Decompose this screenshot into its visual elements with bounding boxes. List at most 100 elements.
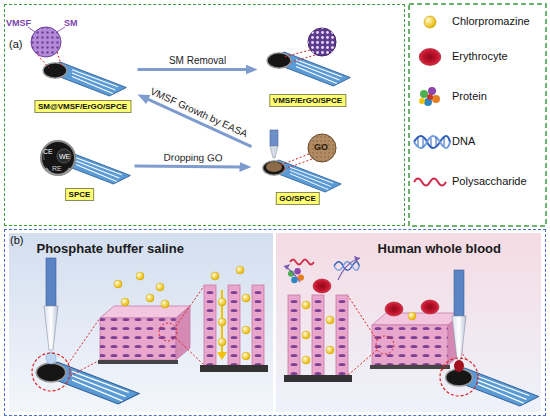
blood-scene-part-part <box>294 268 300 274</box>
pbs-scene-part <box>32 353 70 391</box>
blood-scene-part <box>288 295 300 375</box>
legend-swatches-part <box>414 136 450 148</box>
go-electrode-part <box>282 159 312 170</box>
pbs-scene-part <box>218 338 226 346</box>
legend-swatches-part-part <box>427 94 433 100</box>
pbs-scene-part <box>204 285 216 365</box>
blood-scene-part <box>302 331 310 339</box>
legend-swatches-part-part <box>428 87 436 95</box>
panel-b-backgrounds-part <box>276 233 541 412</box>
blood-scene-part <box>454 270 464 316</box>
pbs-scene-part <box>176 306 190 360</box>
arrow-label: SM Removal <box>169 55 226 66</box>
blood-scene-part <box>312 295 324 375</box>
sub-panel: Human whole blood <box>276 233 541 412</box>
pbs-scene-part <box>211 272 219 280</box>
blood-scene-part <box>288 295 300 375</box>
sm-vmsf-electrode-part <box>57 27 65 32</box>
go-electrode-part <box>308 134 336 162</box>
blood-scene-part <box>376 336 394 354</box>
go-electrode-part <box>281 154 309 165</box>
pbs-scene-part <box>98 360 178 364</box>
pbs-scene <box>32 258 268 404</box>
blood-scene-part <box>326 346 334 354</box>
sm-vmsf-electrode-part <box>43 62 126 96</box>
pbs-scene-part <box>242 326 250 334</box>
material-label: GO <box>314 143 328 152</box>
blood-scene-part <box>348 296 377 340</box>
pbs-scene-part <box>100 306 190 318</box>
legend-swatches-part-part <box>423 137 424 147</box>
blood-scene-part <box>454 360 464 372</box>
pbs-scene-part <box>100 318 176 360</box>
legend-swatches-part <box>419 87 440 106</box>
pbs-scene-part <box>121 298 129 306</box>
legend-swatches-part-part <box>418 138 419 146</box>
blood-scene-part <box>452 316 466 360</box>
bare-spce <box>41 141 130 184</box>
blood-scene-part <box>442 366 448 370</box>
legend-swatches-part-part <box>414 136 450 148</box>
panel-b-backgrounds <box>9 233 541 412</box>
pbs-scene-part <box>159 323 177 341</box>
pbs-scene-part <box>242 352 250 360</box>
blood-scene-part <box>354 256 360 262</box>
process-arrow <box>138 68 248 71</box>
legend-swatches-part-part <box>414 136 450 148</box>
pbs-scene-part <box>218 298 226 306</box>
vmsf-electrode-part <box>308 28 336 56</box>
sm-vmsf-electrode-part <box>31 27 61 57</box>
arrow-label: Dropping GO <box>164 151 223 163</box>
bare-spce-part <box>41 141 75 175</box>
vmsf-electrode-part <box>284 50 310 57</box>
pbs-scene-part <box>252 285 264 365</box>
bare-spce-part <box>47 150 130 184</box>
blood-scene-part <box>302 301 310 309</box>
vmsf-electrode-part <box>288 55 315 63</box>
blood-scene-part <box>462 353 466 359</box>
pbs-scene-part <box>136 272 144 280</box>
pbs-scene-part <box>70 360 100 376</box>
blood-scene <box>284 256 539 406</box>
blood-scene-part <box>370 365 450 369</box>
blood-scene-part <box>421 300 439 314</box>
panel-label: (b) <box>10 234 23 246</box>
electrode-stage: VMSF/ErGO/SPCE <box>258 30 358 110</box>
blood-scene-part <box>312 295 324 375</box>
pbs-scene-part <box>146 294 154 302</box>
pbs-scene-part <box>200 365 268 372</box>
sm-vmsf-electrode-part <box>57 52 62 67</box>
electrode-part-label: WE <box>59 153 70 160</box>
pbs-scene-part <box>242 294 250 302</box>
pbs-scene-part <box>176 338 204 365</box>
go-electrode <box>263 130 341 192</box>
pbs-scene-part <box>156 283 164 291</box>
legend-swatches-part-part <box>444 138 445 146</box>
pbs-scene-part <box>161 300 169 308</box>
legend-swatches-part <box>419 49 441 66</box>
sub-panel-title: Human whole blood <box>378 241 502 256</box>
blood-scene-part <box>440 358 478 396</box>
callout-label: VMSF <box>6 19 31 28</box>
pbs-scene-part <box>114 280 122 288</box>
legend-swatches-part-part <box>431 138 432 146</box>
blood-scene-part <box>385 302 403 316</box>
blood-scene-part <box>313 279 331 293</box>
go-electrode-part <box>266 162 282 172</box>
electrode-stage: SPCE <box>25 130 135 202</box>
legend-swatches-part-part <box>436 137 437 147</box>
pbs-scene-part <box>204 285 216 365</box>
blood-scene-part <box>348 350 377 375</box>
sub-panel-title: Phosphate buffer saline <box>37 241 184 256</box>
legend-text: Polysaccharide <box>452 175 527 187</box>
legend-swatches-part <box>424 16 436 28</box>
legend-swatches-part <box>414 179 446 186</box>
legend-swatches-part-part <box>432 95 440 103</box>
pbs-scene-part <box>236 266 244 274</box>
pbs-scene-part <box>100 318 176 360</box>
pbs-scene-part <box>36 362 139 404</box>
legend-swatches-part-part <box>420 90 428 98</box>
